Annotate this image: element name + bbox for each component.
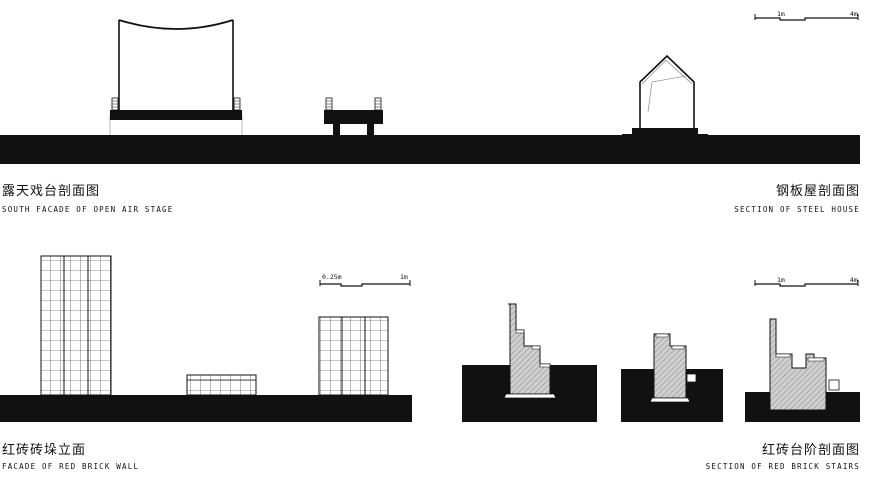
brick-wall-title-cn: 红砖砖垛立面 (2, 443, 87, 458)
top-ground (0, 135, 860, 164)
scale-top-start-label: 1m (777, 10, 785, 18)
stairs-section-3 (745, 318, 860, 422)
scale-wall-start-label: 0.25m (322, 273, 342, 281)
wall-ground (0, 395, 412, 422)
scale-bar-stairs: 1m 4m (754, 276, 859, 287)
brick-pier-tall (40, 255, 112, 396)
stairs-section-2 (621, 333, 723, 422)
stage-title-en: SOUTH FACADE OF OPEN AIR STAGE (2, 205, 174, 214)
brick-wall-title-en: FACADE OF RED BRICK WALL (2, 462, 140, 471)
scale-bar-top: 1m 4m (754, 10, 859, 21)
brick-stairs-title-en: SECTION OF RED BRICK STAIRS (705, 462, 860, 471)
steel-house-title-cn: 钢板屋剖面图 (775, 184, 860, 199)
steel-house-section (612, 54, 718, 158)
open-air-stage-section (109, 19, 243, 135)
small-platform-section (324, 97, 383, 158)
scale-stairs-end-label: 4m (850, 276, 858, 284)
brick-stairs-title-cn: 红砖台阶剖面图 (761, 443, 860, 458)
stage-title-cn: 露天戏台剖面图 (2, 184, 101, 199)
steel-house-title-en: SECTION OF STEEL HOUSE (734, 205, 860, 214)
brick-pier-medium (318, 316, 389, 396)
scale-top-end-label: 4m (850, 10, 858, 18)
scale-bar-wall: 0.25m 1m (319, 273, 411, 287)
stairs-section-1 (462, 303, 597, 422)
scale-wall-end-label: 1m (400, 273, 408, 281)
scale-stairs-start-label: 1m (777, 276, 785, 284)
brick-pier-low (186, 374, 257, 396)
